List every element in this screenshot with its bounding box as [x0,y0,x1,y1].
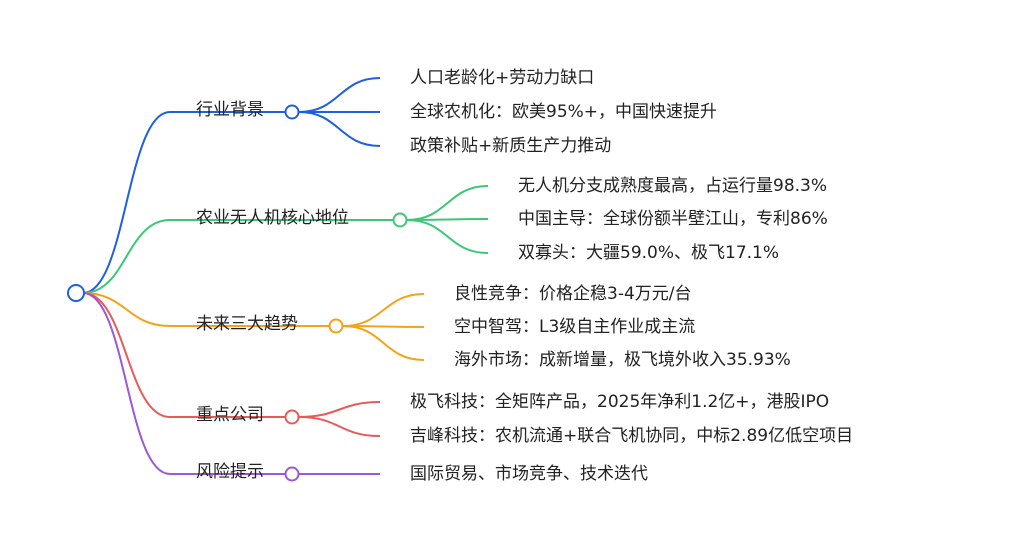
leaf-label: 双寡头：大疆59.0%、极飞17.1% [518,243,779,263]
leaf-label: 人口老龄化+劳动力缺口 [410,68,594,88]
mind-map-labels: 行业背景 人口老龄化+劳动力缺口全球农机化：欧美95%+，中国快速提升政策补贴+新… [196,68,853,484]
branch-label: 未来三大趋势 [196,314,298,334]
leaf-label: 政策补贴+新质生产力推动 [410,136,611,156]
branch-edge [82,111,171,294]
branch-label: 风险提示 [196,462,264,482]
leaf-edge [406,218,489,221]
branch-label: 农业无人机核心地位 [196,208,349,228]
leaf-edge [406,219,489,254]
leaf-edge [298,416,381,437]
leaf-label: 吉峰科技：农机流通+联合飞机协同，中标2.89亿低空项目 [410,426,853,446]
branch-edge [82,292,171,418]
leaf-edge [406,185,489,221]
mind-map-edges [82,77,489,476]
leaf-edge [298,77,381,113]
leaf-edge [298,111,381,147]
branch-node[interactable] [284,466,300,482]
root-node[interactable] [67,284,85,302]
leaf-label: 极飞科技：全矩阵产品，2025年净利1.2亿+，港股IPO [410,392,829,412]
branch-node[interactable] [284,104,300,120]
leaf-edge [298,401,381,418]
leaf-label: 无人机分支成熟度最高，占运行量98.3% [518,175,827,196]
branch-edge [82,219,171,294]
branch-node[interactable] [392,212,408,228]
branch-label: 重点公司 [196,405,264,425]
branch-node[interactable] [284,409,300,425]
branch-node[interactable] [328,318,344,334]
branch-edge [82,292,171,327]
leaf-label: 全球农机化：欧美95%+，中国快速提升 [410,102,717,122]
leaf-label: 中国主导：全球份额半壁江山，专利86% [518,209,828,229]
leaf-label: 海外市场：成新增量，极飞境外收入35.93% [454,350,791,370]
leaf-label: 国际贸易、市场竞争、技术迭代 [410,464,648,484]
branch-label: 行业背景 [196,100,264,120]
mind-map-nodes [67,104,408,482]
branch-edge [82,292,171,475]
leaf-edge [342,325,425,361]
leaf-edge [342,293,425,327]
leaf-label: 空中智驾：L3级自主作业成主流 [454,317,695,337]
leaf-label: 良性竞争：价格企稳3-4万元/台 [454,284,692,304]
